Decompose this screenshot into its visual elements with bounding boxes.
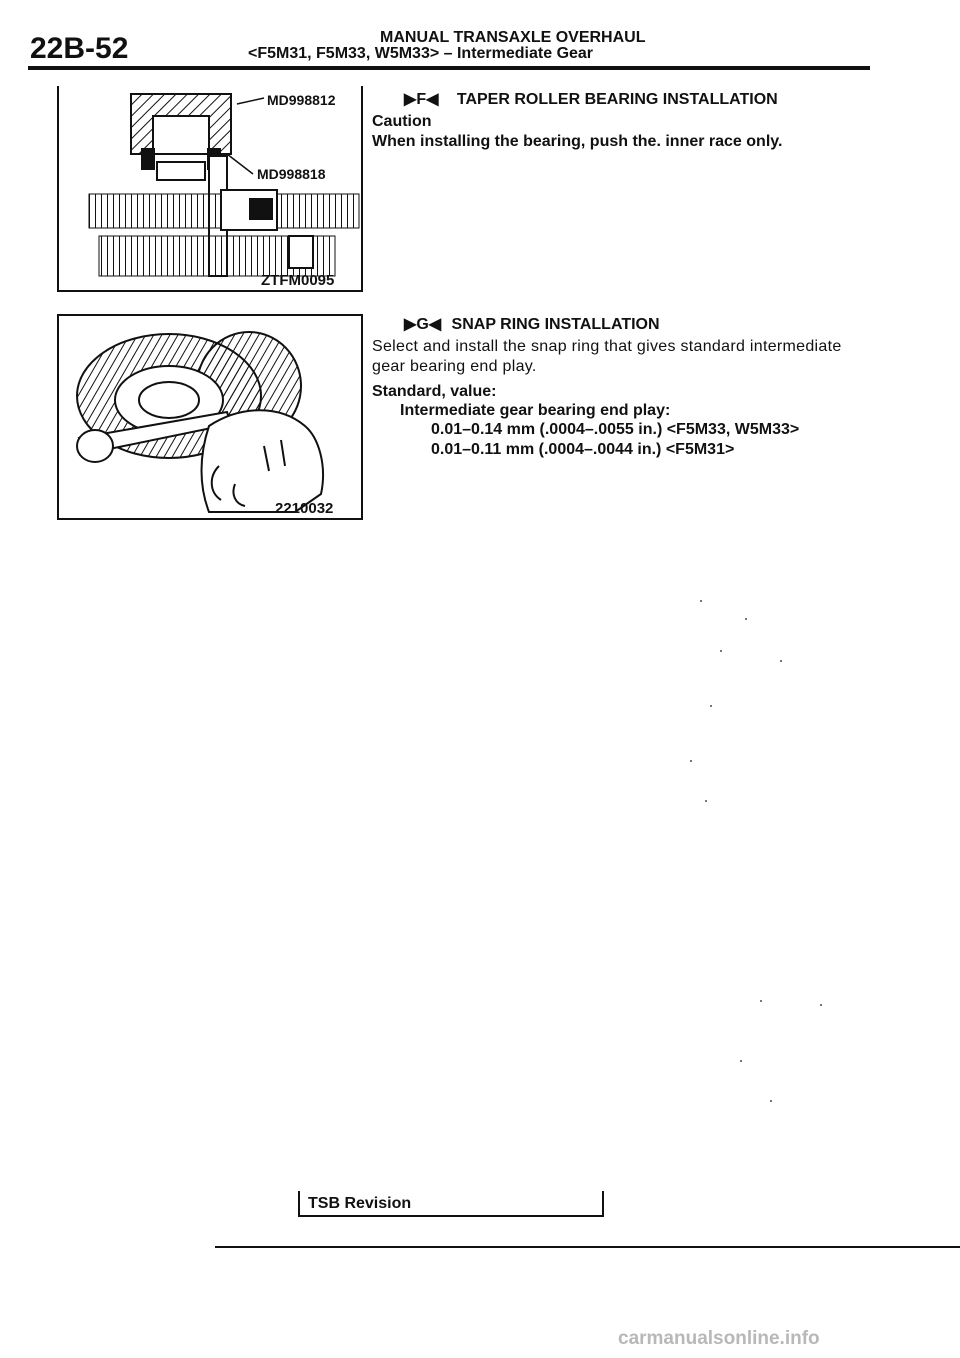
figure-code: 2210032 — [275, 500, 334, 517]
footer-rule — [215, 1246, 960, 1248]
tsb-revision-box — [298, 1191, 604, 1217]
standard-value-2: 0.01–0.11 mm (.0004–.0044 in.) <F5M31> — [431, 441, 735, 458]
tsb-revision-label: TSB Revision — [308, 1195, 412, 1212]
caution-text: When installing the bearing, push the. i… — [372, 133, 783, 150]
standard-item: Intermediate gear bearing end play: — [400, 402, 671, 419]
standard-value-label: Standard, value: — [372, 383, 497, 400]
figure-code: ZTFM0095 — [261, 272, 335, 289]
procedure-marker: F — [416, 91, 427, 108]
procedure-f-heading: ▶F◀ TAPER ROLLER BEARING INSTALLATION — [404, 89, 778, 109]
caution-label: Caution — [372, 113, 432, 130]
feeler-gauge-illustration — [76, 331, 325, 513]
standard-value-1: 0.01–0.14 mm (.0004–.0055 in.) <F5M33, W… — [431, 421, 800, 438]
bearing-installer-illustration — [88, 93, 360, 277]
arrow-left-icon: ◀ — [426, 91, 439, 108]
procedure-title: TAPER ROLLER BEARING INSTALLATION — [456, 91, 778, 108]
section-title: MANUAL TRANSAXLE OVERHAUL — [380, 29, 646, 46]
tool-label-md998818: MD998818 — [257, 166, 326, 182]
section-subtitle: <F5M31, F5M33, W5M33> – Intermediate Gea… — [248, 45, 594, 62]
header-rule — [28, 66, 870, 70]
procedure-g-heading: ▶G◀ SNAP RING INSTALLATION — [404, 314, 660, 334]
page-number: 22B-52 — [30, 32, 129, 65]
figure-bearing-installation: MD998812 MD998818 ZTFM0095 — [57, 86, 363, 292]
arrow-left-icon: ◀ — [428, 316, 442, 333]
tool-label-md998812: MD998812 — [267, 92, 336, 108]
procedure-marker: G — [416, 316, 429, 333]
procedure-body: Select and install the snap ring that gi… — [372, 338, 842, 375]
arrow-right-icon: ▶ — [404, 316, 417, 333]
figure-snap-ring-installation: 2210032 — [57, 314, 363, 520]
arrow-right-icon: ▶ — [404, 91, 417, 108]
procedure-title: SNAP RING INSTALLATION — [451, 316, 660, 333]
watermark: carmanualsonline.info — [618, 1328, 820, 1349]
